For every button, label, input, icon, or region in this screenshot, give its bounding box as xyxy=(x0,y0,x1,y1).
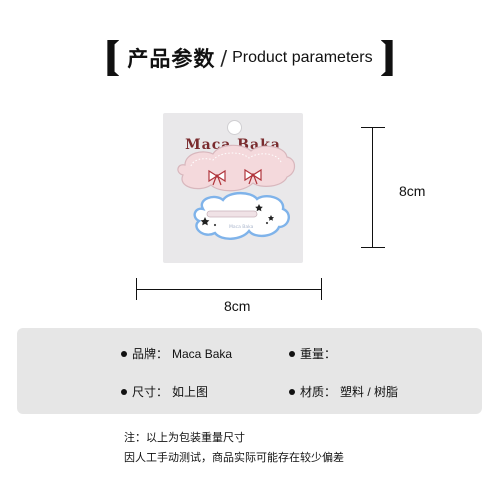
parameters-panel: 品牌： Maca Baka 重量： 尺寸： 如上图 材质： 塑料 / 树脂 xyxy=(17,328,482,414)
height-dimension-line xyxy=(372,127,373,247)
title-english: Product parameters xyxy=(232,49,373,66)
height-dimension-cap-bottom xyxy=(361,247,385,248)
bow-icon xyxy=(244,168,262,185)
bullet-icon xyxy=(121,350,127,357)
param-brand: 品牌： Maca Baka xyxy=(121,345,232,362)
title-separator: / xyxy=(220,46,228,70)
product-card: Maca Baka Maca Baka xyxy=(163,113,303,263)
param-weight-label: 重量： xyxy=(300,347,337,361)
width-dimension-line xyxy=(136,289,322,290)
blue-cloud-clip: Maca Baka xyxy=(193,191,290,240)
left-bracket-icon xyxy=(107,40,120,76)
pink-cloud-clip xyxy=(177,144,296,192)
section-header: 产品参数 / Product parameters xyxy=(0,38,500,78)
title-chinese: 产品参数 xyxy=(127,47,216,71)
param-size-label: 尺寸： xyxy=(132,385,169,399)
bow-icon xyxy=(208,169,226,186)
param-material-label: 材质： xyxy=(300,385,337,399)
height-dimension-label: 8cm xyxy=(399,183,426,199)
note-line-1: 注：以上为包装重量尺寸 xyxy=(124,431,245,444)
bullet-icon xyxy=(121,388,127,395)
width-dimension-label: 8cm xyxy=(224,298,251,314)
height-dimension-cap-top xyxy=(361,127,385,128)
bullet-icon xyxy=(289,350,295,357)
right-bracket-icon xyxy=(380,40,393,76)
param-weight: 重量： xyxy=(289,345,340,362)
hair-clips-image: Maca Baka xyxy=(177,144,296,240)
param-brand-label: 品牌： xyxy=(132,347,169,361)
svg-text:Maca Baka: Maca Baka xyxy=(229,224,254,230)
param-size: 尺寸： 如上图 xyxy=(121,383,208,400)
param-material-value: 塑料 / 树脂 xyxy=(340,385,399,399)
bullet-icon xyxy=(289,388,295,395)
width-dimension-cap-left xyxy=(136,278,137,300)
width-dimension-cap-right xyxy=(321,278,322,300)
param-material: 材质： 塑料 / 树脂 xyxy=(289,383,398,400)
hang-hole xyxy=(227,120,242,135)
note-line-2: 因人工手动测试，商品实际可能存在较少偏差 xyxy=(124,451,344,464)
param-brand-value: Maca Baka xyxy=(172,346,233,361)
notes: 注：以上为包装重量尺寸 因人工手动测试，商品实际可能存在较少偏差 xyxy=(124,428,344,468)
param-size-value: 如上图 xyxy=(172,385,209,399)
